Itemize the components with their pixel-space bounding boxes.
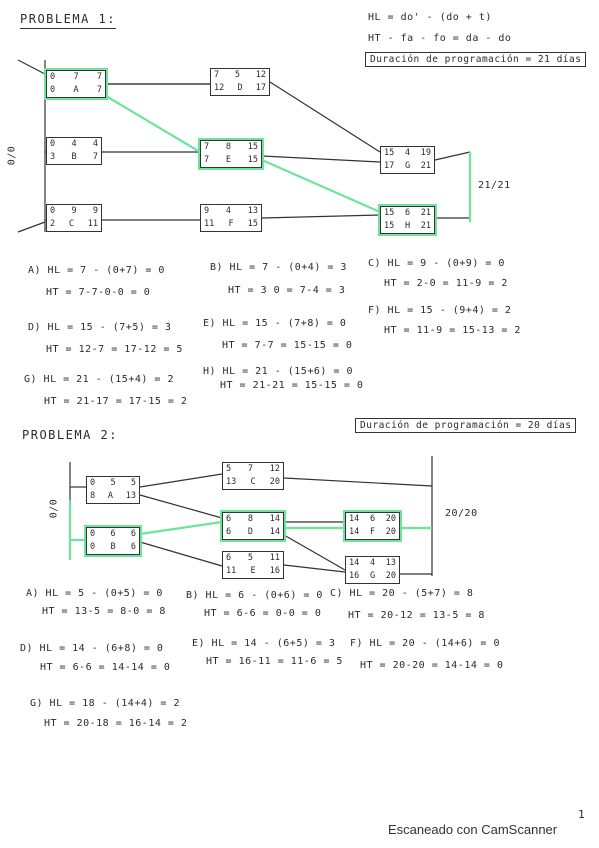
- problem2-duration: Duración de programación = 20 días: [355, 418, 577, 433]
- p2-calc-c-ht: HT = 20-12 = 13-5 = 8: [348, 610, 485, 621]
- p2-calc-d-ht: HT = 6-6 = 14-14 = 0: [40, 662, 171, 673]
- p1-calc-b-ht: HT = 3 0 = 7-4 = 3: [228, 285, 346, 296]
- p2-calc-a-hl: A) HL = 5 - (0+5) = 0: [26, 588, 163, 599]
- problem1-duration: Duración de programación = 21 días: [365, 52, 587, 67]
- problem2-end-label: 20/20: [445, 508, 478, 519]
- p1-calc-e-hl: E) HL = 15 - (7+8) = 0: [203, 318, 347, 329]
- p2-calc-e-ht: HT = 16-11 = 11-6 = 5: [206, 656, 343, 667]
- p2-calc-b-hl: B) HL = 6 - (0+6) = 0: [186, 590, 323, 601]
- p1-calc-c-ht: HT = 2-0 = 11-9 = 2: [384, 278, 508, 289]
- p1-calc-e-ht: HT = 7-7 = 15-15 = 0: [222, 340, 353, 351]
- p1-calc-f-hl: F) HL = 15 - (9+4) = 2: [368, 305, 512, 316]
- p1-calc-h-ht: HT = 21-21 = 15-15 = 0: [220, 380, 364, 391]
- p1-calc-b-hl: B) HL = 7 - (0+4) = 3: [210, 262, 347, 273]
- p1-calc-g-hl: G) HL = 21 - (15+4) = 2: [24, 374, 174, 385]
- p2-calc-b-ht: HT = 6-6 = 0-0 = 0: [204, 608, 322, 619]
- p1-calc-a-hl: A) HL = 7 - (0+7) = 0: [28, 265, 165, 276]
- scanner-watermark: Escaneado con CamScanner: [388, 822, 558, 837]
- p2-calc-f-ht: HT = 20-20 = 14-14 = 0: [360, 660, 504, 671]
- p1-calc-c-hl: C) HL = 9 - (0+9) = 0: [368, 258, 505, 269]
- p1-calc-g-ht: HT = 21-17 = 17-15 = 2: [44, 396, 188, 407]
- page-number: 1: [578, 808, 586, 821]
- problem2-title: PROBLEMA 2:: [22, 428, 118, 442]
- problem1-start-label: 0/0: [6, 145, 18, 166]
- problem1-end-label: 21/21: [478, 180, 511, 191]
- p2-calc-g-ht: HT = 20-18 = 16-14 = 2: [44, 718, 188, 729]
- p1-calc-d-hl: D) HL = 15 - (7+5) = 3: [28, 322, 172, 333]
- p2-calc-g-hl: G) HL = 18 - (14+4) = 2: [30, 698, 180, 709]
- p2-calc-c-hl: C) HL = 20 - (5+7) = 8: [330, 588, 474, 599]
- p1-calc-a-ht: HT = 7-7-0-0 = 0: [46, 287, 151, 298]
- p2-calc-d-hl: D) HL = 14 - (6+8) = 0: [20, 643, 164, 654]
- p1-calc-f-ht: HT = 11-9 = 15-13 = 2: [384, 325, 521, 336]
- p2-calc-f-hl: F) HL = 20 - (14+6) = 0: [350, 638, 500, 649]
- p1-calc-h-hl: H) HL = 21 - (15+6) = 0: [203, 366, 353, 377]
- problem2-start-label: 0/0: [48, 498, 60, 519]
- formula-ht: HT - fa - fo = da - do: [368, 33, 512, 44]
- p1-calc-d-ht: HT = 12-7 = 17-12 = 5: [46, 344, 183, 355]
- p2-calc-a-ht: HT = 13-5 = 8-0 = 8: [42, 606, 166, 617]
- p2-calc-e-hl: E) HL = 14 - (6+5) = 3: [192, 638, 336, 649]
- formula-hl: HL = do' - (do + t): [368, 12, 492, 23]
- problem1-title: PROBLEMA 1:: [20, 12, 116, 29]
